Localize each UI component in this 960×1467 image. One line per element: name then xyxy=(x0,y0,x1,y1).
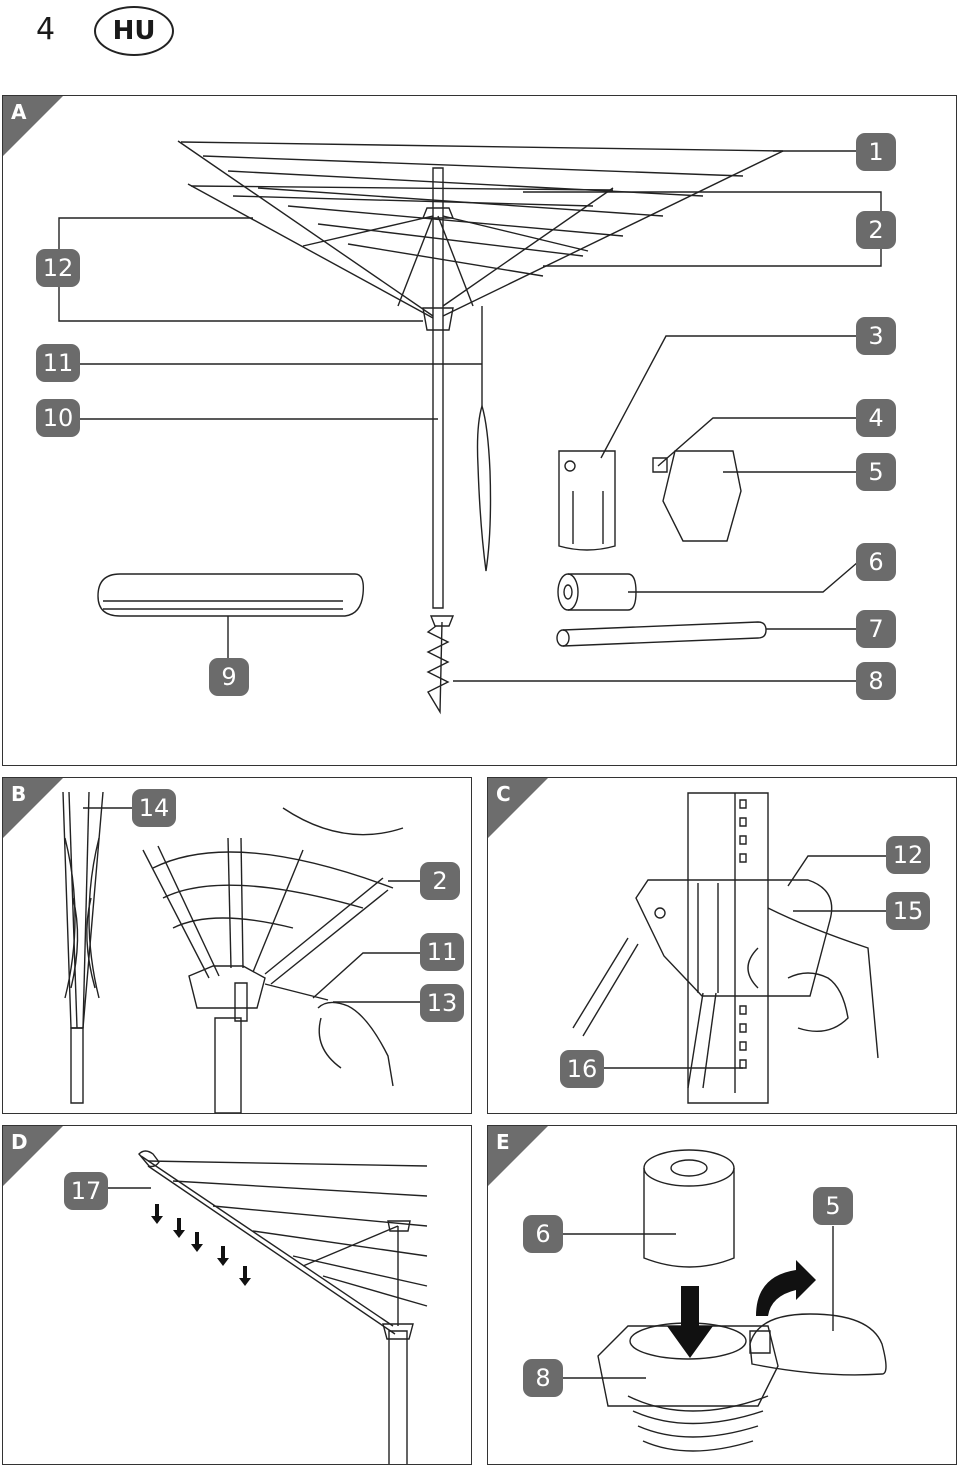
page-number: 4 xyxy=(36,12,56,47)
panel-d: D 17 xyxy=(2,1125,472,1465)
callout-1: 1 xyxy=(856,133,896,171)
panel-e: E 6 5 8 xyxy=(487,1125,957,1465)
panel-b-label: B xyxy=(11,782,27,806)
down-arrow-icon xyxy=(667,1286,713,1358)
language-badge: HU xyxy=(94,6,174,56)
sleeve-insertion-illustration xyxy=(488,1126,957,1465)
callout-5-e: 5 xyxy=(813,1187,853,1225)
callout-6-e: 6 xyxy=(523,1215,563,1253)
callout-14: 14 xyxy=(132,789,176,827)
rotary-dryer-parts-illustration xyxy=(3,96,957,766)
panel-d-corner xyxy=(3,1126,63,1186)
callout-13: 13 xyxy=(420,984,464,1022)
panel-c-label: C xyxy=(496,782,511,806)
hub-locking-illustration xyxy=(488,778,957,1114)
callout-10: 10 xyxy=(36,399,80,437)
callout-2-b: 2 xyxy=(420,862,460,900)
callout-11: 11 xyxy=(36,344,80,382)
panel-b-corner xyxy=(3,778,63,838)
callout-11-b: 11 xyxy=(420,933,464,971)
callout-8-e: 8 xyxy=(523,1359,563,1397)
pole-notches xyxy=(740,800,746,1068)
panel-a-corner xyxy=(3,96,63,156)
callout-3: 3 xyxy=(856,317,896,355)
callout-8: 8 xyxy=(856,662,896,700)
panel-a: A xyxy=(2,95,957,766)
panel-d-label: D xyxy=(11,1130,28,1154)
callout-17: 17 xyxy=(64,1172,108,1210)
callout-16: 16 xyxy=(560,1050,604,1088)
callout-7: 7 xyxy=(856,610,896,648)
tension-arrows xyxy=(151,1204,251,1286)
callout-12-c: 12 xyxy=(886,836,930,874)
callout-5: 5 xyxy=(856,453,896,491)
callout-2: 2 xyxy=(856,211,896,249)
callout-15: 15 xyxy=(886,892,930,930)
panel-c-corner xyxy=(488,778,548,838)
callout-6: 6 xyxy=(856,543,896,581)
callout-4: 4 xyxy=(856,399,896,437)
panel-e-label: E xyxy=(496,1130,510,1154)
line-tensioning-illustration xyxy=(3,1126,472,1465)
panel-e-corner xyxy=(488,1126,548,1186)
panel-a-label: A xyxy=(11,100,27,124)
panel-b: B xyxy=(2,777,472,1114)
folded-dryer-and-hub-illustration xyxy=(3,778,472,1114)
curved-arrow-icon xyxy=(756,1260,816,1316)
callout-9: 9 xyxy=(209,658,249,696)
panel-c: C 12 15 xyxy=(487,777,957,1114)
callout-12: 12 xyxy=(36,249,80,287)
